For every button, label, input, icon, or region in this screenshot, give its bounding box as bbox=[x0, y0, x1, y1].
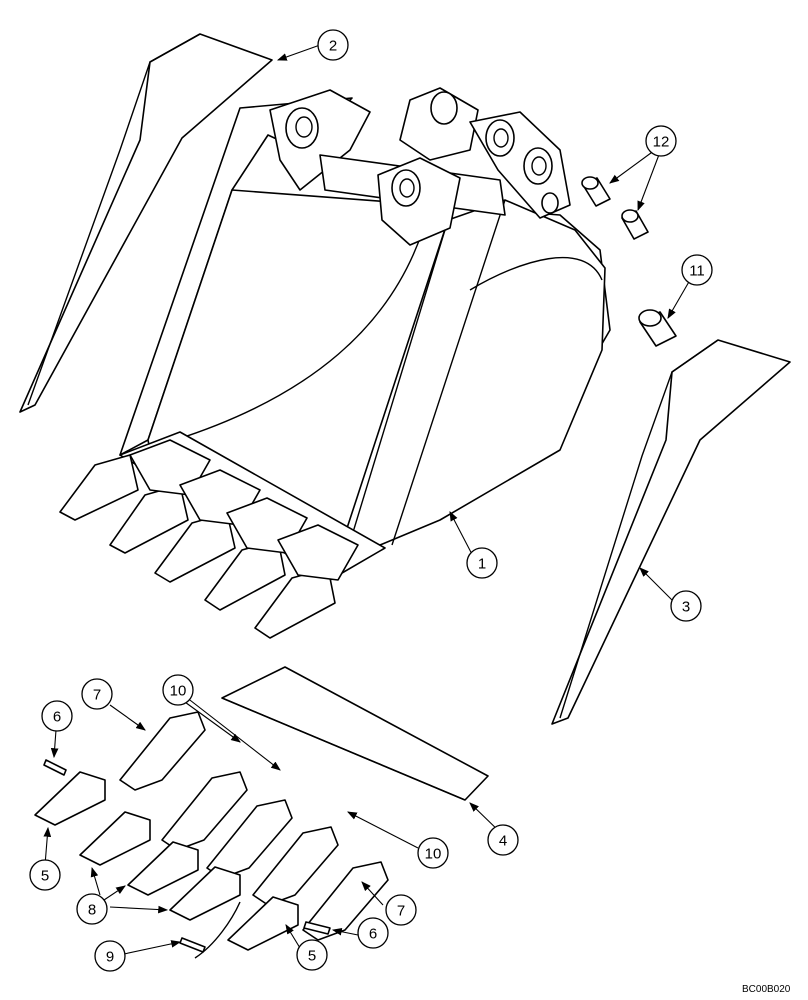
callout-6-right: 6 bbox=[357, 917, 389, 949]
callout-label: 9 bbox=[106, 949, 114, 966]
drawing-code: BC00B020 bbox=[742, 984, 791, 995]
callout-label: 5 bbox=[308, 948, 316, 965]
callout-8: 8 bbox=[76, 893, 108, 925]
callout-4: 4 bbox=[487, 824, 519, 856]
callout-label: 12 bbox=[653, 134, 670, 151]
callout-5-right: 5 bbox=[296, 939, 328, 971]
callout-label: 10 bbox=[425, 846, 442, 863]
callout-label: 10 bbox=[170, 683, 187, 700]
callout-label: 7 bbox=[397, 903, 405, 920]
callout-label: 6 bbox=[53, 709, 61, 726]
cutting-edge-blade bbox=[221, 666, 489, 801]
tooth-points bbox=[34, 771, 299, 951]
side-cutter-right bbox=[551, 339, 791, 725]
callout-1: 1 bbox=[466, 547, 498, 579]
callout-label: 7 bbox=[93, 687, 101, 704]
callout-2: 2 bbox=[317, 29, 349, 61]
bucket-teeth bbox=[59, 439, 359, 639]
callout-12: 12 bbox=[645, 125, 677, 157]
callout-9: 9 bbox=[94, 940, 126, 972]
callout-label: 6 bbox=[369, 926, 377, 943]
bushing-pair bbox=[581, 176, 649, 240]
callout-10-lower: 10 bbox=[417, 837, 449, 869]
side-cutter-left bbox=[19, 33, 273, 413]
callout-7-upper: 7 bbox=[81, 678, 113, 710]
callout-label: 4 bbox=[499, 833, 507, 850]
bucket-assembly bbox=[59, 87, 611, 639]
callout-label: 1 bbox=[478, 556, 486, 573]
callout-label: 5 bbox=[41, 868, 49, 885]
callout-5-left: 5 bbox=[29, 859, 61, 891]
callout-10-upper: 10 bbox=[162, 674, 194, 706]
bushing-single bbox=[638, 309, 677, 347]
tooth-adapters bbox=[119, 711, 389, 941]
callout-7-lower: 7 bbox=[385, 894, 417, 926]
callout-label: 3 bbox=[682, 599, 690, 616]
callout-label: 8 bbox=[88, 902, 96, 919]
callout-label: 2 bbox=[329, 38, 337, 55]
callout-6-left: 6 bbox=[41, 700, 73, 732]
callout-3: 3 bbox=[670, 590, 702, 622]
callout-11: 11 bbox=[681, 254, 713, 286]
callout-label: 11 bbox=[689, 263, 705, 280]
